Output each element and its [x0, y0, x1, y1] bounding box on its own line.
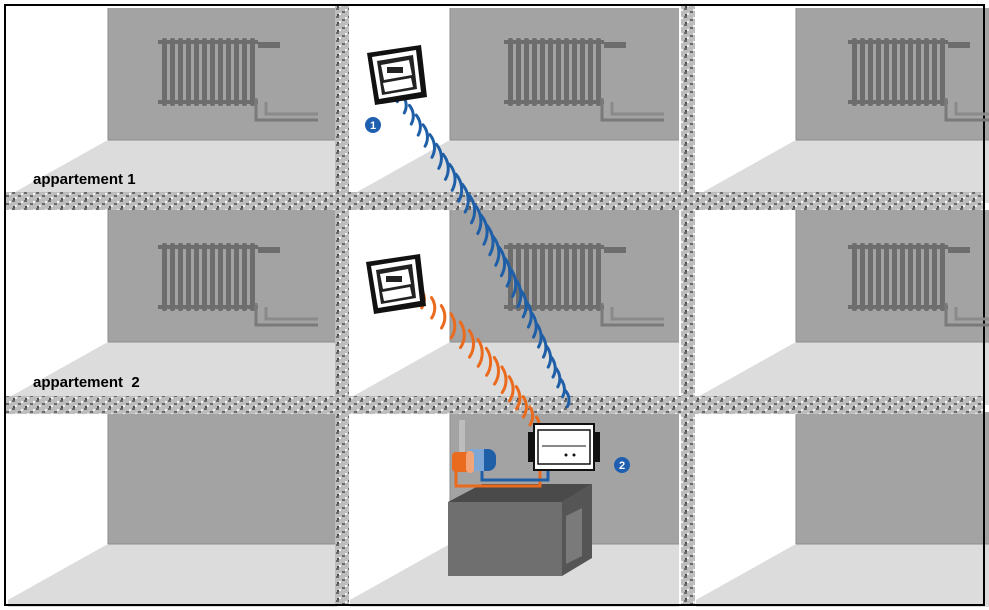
signal-wave-arc [407, 103, 415, 126]
label-apartment-1: appartement 1 [33, 171, 136, 188]
thermostat-apartment-2 [366, 254, 426, 314]
signal-wave-arc [500, 365, 508, 395]
wall-column-1 [335, 6, 349, 604]
signal-wave-arc [492, 356, 500, 386]
boiler-icon [448, 484, 592, 576]
signal-wave-arc [554, 366, 562, 389]
boiler-receiver-icon [528, 423, 600, 471]
signal-wave-arc [428, 133, 436, 159]
signal-wave-arc [467, 193, 477, 225]
signal-wave-arc [467, 329, 475, 359]
signal-wave-arc [473, 203, 483, 235]
floor-slab-1 [6, 192, 984, 210]
signal-wave-arc [448, 162, 457, 192]
signal-wave-arc [476, 337, 484, 368]
label-apartment-2: appartement 2 [33, 374, 140, 391]
signal-wave-arc [502, 255, 512, 288]
marker-2: 2 [614, 457, 630, 473]
thermostat-apartment-1 [367, 45, 427, 105]
signal-wave-arc [461, 182, 470, 214]
wall-column-2 [681, 6, 695, 604]
svg-text:2: 2 [619, 460, 625, 472]
signal-wave-arc [439, 304, 447, 330]
signal-wave-arc [479, 213, 489, 246]
valve-icon [452, 449, 496, 473]
signal-wave-arc [454, 172, 464, 203]
signal-wave-arc [485, 224, 495, 257]
signal-wave-arc [497, 245, 507, 278]
svg-text:1: 1 [370, 120, 376, 132]
signal-wave-arc [449, 312, 457, 340]
signal-wave-arc [514, 385, 522, 411]
signal-wave-arc [484, 346, 493, 377]
signal-wave-arc [421, 123, 429, 148]
signal-wave-arc [559, 378, 566, 399]
signal-wave-arc [549, 355, 557, 379]
floor-slab-2 [6, 396, 984, 414]
signal-wave-arc [521, 395, 528, 419]
signal-wave-arc [414, 113, 422, 137]
signal-wave-arc [491, 234, 501, 267]
signal-wave-arc [458, 320, 466, 350]
signal-wave-arc [528, 405, 535, 427]
signal-wave-arc [441, 152, 450, 181]
signal-wave-arc [430, 296, 437, 320]
signal-wave-arc [507, 375, 515, 403]
radio-signal-orange [410, 280, 541, 435]
signal-wave-arc [564, 389, 571, 409]
marker-1: 1 [365, 117, 381, 133]
signal-wave-arc [435, 142, 443, 170]
